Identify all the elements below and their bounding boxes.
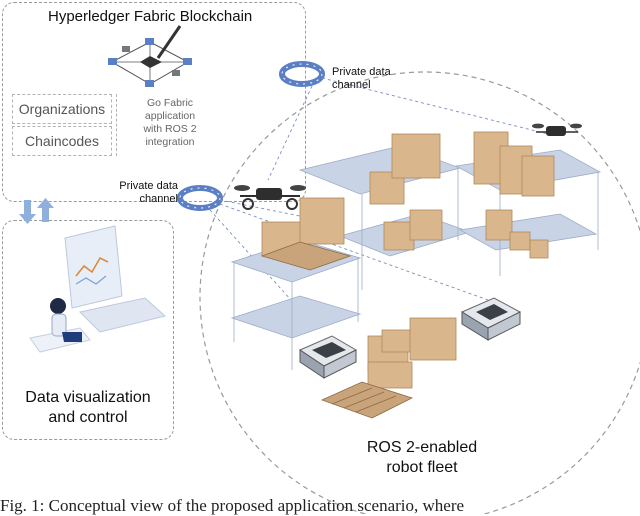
blockchain-network-icon [108, 25, 192, 87]
visualization-panel [2, 220, 174, 440]
drone-left [234, 185, 306, 210]
go-app-line4: integration [145, 136, 195, 148]
channel-left-line2: channel [139, 193, 178, 205]
wooden-pallets [260, 241, 414, 419]
go-app-line2: application [144, 110, 196, 122]
chaincodes-label: Chaincodes [25, 133, 99, 149]
cardboard-boxes [261, 131, 555, 389]
fleet-line2: robot fleet [386, 459, 458, 476]
visualization-line2: and control [48, 409, 128, 426]
go-fabric-app-box [116, 94, 222, 156]
channel-left-line1: Private data [119, 180, 178, 192]
organizations-label: Organizations [18, 101, 106, 117]
visualization-line1: Data visualization [25, 389, 151, 406]
drone-right [532, 123, 582, 136]
fleet-boundary [199, 71, 640, 514]
channel-top-line2: channel [332, 79, 371, 91]
go-app-line3: with ROS 2 [143, 123, 197, 135]
chaincodes-box: Chaincodes [12, 126, 112, 156]
fleet-line1: ROS 2-enabled [366, 439, 478, 456]
blockchain-title: Hyperledger Fabric Blockchain [48, 8, 253, 25]
figure-caption: Fig. 1: Conceptual view of the proposed … [0, 496, 465, 515]
fleet-label: ROS 2-enabled robot fleet [342, 438, 502, 478]
visualization-label: Data visualization and control [8, 388, 168, 428]
sync-arrows [19, 198, 54, 224]
private-channel-ring-left [177, 185, 223, 211]
channel-top-line1: Private data [332, 66, 391, 78]
organizations-box: Organizations [12, 94, 112, 124]
channel-label-left: Private data channel [112, 180, 178, 206]
go-fabric-app-text: Go Fabric application with ROS 2 integra… [120, 97, 220, 149]
robot-left [298, 335, 358, 379]
private-channel-ring-top [279, 61, 325, 87]
go-app-line1: Go Fabric [146, 97, 194, 109]
channel-label-top: Private data channel [332, 66, 391, 92]
person-illustration [29, 225, 167, 353]
robot-right [460, 297, 522, 341]
blockchain-panel [2, 2, 306, 202]
